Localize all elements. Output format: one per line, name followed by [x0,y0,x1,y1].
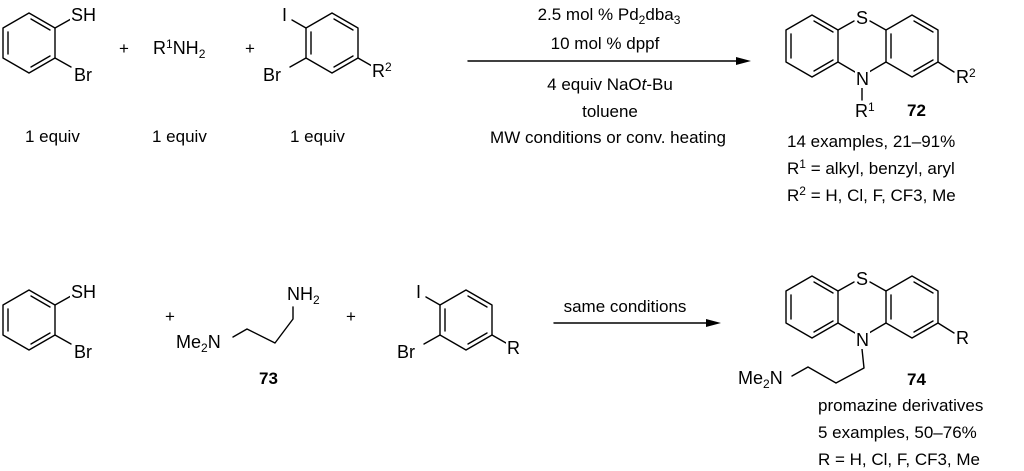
scheme1-reagent2-equiv: 1 equiv [152,127,207,146]
scheme1-reagent2-amine: R1NH2 [152,37,207,60]
scheme1-base-label: 4 equiv NaOt-Bu [547,76,673,93]
r2-def-label: R [787,186,800,205]
scheme1-reagent3-br-label: Br [262,65,282,85]
r1-def-superscript: 1 [799,157,806,171]
r2-label: R [956,67,969,87]
r2-def-superscript: 2 [799,184,806,198]
scheme1-reagent3-equiv: 1 equiv [290,127,345,146]
scheme1-examples-yield: 14 examples, 21–91% [787,132,956,151]
n-label: N [769,368,783,388]
scheme2-product-s-atom: S [855,269,870,289]
scheme2-conditions-label: same conditions [563,297,687,316]
scheme2-product-r-label: R [955,328,970,348]
nh-subscript: 2 [198,47,206,61]
scheme1-solvent-label: toluene [582,102,638,121]
scheme2-plus-2: + [346,307,356,326]
scheme1-catalyst-label: 2.5 mol % Pd2dba3 [537,5,681,26]
scheme2-reagent3-br-label: Br [396,342,416,362]
r-superscript: 2 [385,60,392,74]
scheme2-product-class: promazine derivatives [818,396,984,415]
catalyst-text: 2.5 mol % Pd [537,5,639,24]
scheme1-compound-number: 72 [907,101,926,120]
r-label: R [372,61,385,81]
scheme2-reagent3-i-label: I [415,282,423,302]
catalyst-text-mid: dba [645,5,674,24]
scheme2-reagent3-ring [423,289,507,351]
scheme1-product-n-atom: N [855,69,870,89]
r1-def-label: R [787,159,800,178]
scheme2-reaction-arrow [553,319,721,327]
scheme1-product-r2-label: R2 [955,66,977,87]
scheme2-plus-1: + [165,307,175,326]
base-text-post: -Bu [646,75,673,94]
scheme1-r2-definition: R2 = H, Cl, F, CF3, Me [787,184,956,205]
scheme1-product-phenothiazine [785,14,955,101]
scheme1-reagent1-br-label: Br [73,65,93,85]
scheme1-reagent3-r2-label: R2 [371,60,393,81]
scheme2-examples-yield: 5 examples, 50–76% [818,423,977,442]
scheme1-product-s-atom: S [855,8,870,28]
scheme1-heating-label: MW conditions or conv. heating [490,128,726,147]
base-text: 4 equiv NaO [547,75,642,94]
me-label: Me [738,368,764,388]
scheme1-reagent3-i-label: I [281,5,289,25]
r1-label: R [855,101,868,121]
scheme2-reagent1-sh-label: SH [70,282,98,302]
nh-subscript: 2 [313,293,320,307]
scheme2-product-phenothiazine [785,275,955,384]
scheme1-reagent1-sh-label: SH [70,5,98,25]
scheme2-product-n-atom: N [855,330,870,350]
nh-label: NH [172,38,199,58]
r1-superscript: 1 [868,100,875,114]
scheme2-product-nme2-label: Me2N [737,368,784,390]
scheme2-compound-number: 74 [907,370,926,389]
me-label: Me [176,332,202,352]
scheme2-reagent73-number: 73 [259,369,278,388]
me-subscript: 2 [763,377,770,391]
catalyst-subscript-2: 3 [673,13,681,27]
scheme1-reagent1-ring [2,12,72,74]
scheme1-reagent3-ring [289,12,373,74]
scheme1-plus-1: + [119,39,129,58]
scheme1-product-r1-label: R1 [854,100,876,121]
scheme2-reagent73-nme2-label: Me2N [175,332,222,354]
scheme1-r1-definition: R1 = alkyl, benzyl, aryl [787,157,955,178]
nh-label: NH [287,284,313,304]
scheme2-reagent1-ring [2,289,72,351]
n-label: N [207,332,221,352]
scheme2-r-definition: R = H, Cl, F, CF3, Me [818,450,980,469]
r2-superscript: 2 [969,66,976,80]
base-italic-t: t [641,75,647,94]
r1-def-text: = alkyl, benzyl, aryl [805,159,955,178]
scheme2-reagent1-br-label: Br [73,342,93,362]
scheme1-ligand-label: 10 mol % dppf [550,34,660,53]
scheme1-reagent1-equiv: 1 equiv [25,127,80,146]
me-subscript: 2 [201,341,208,355]
scheme1-reaction-arrow [467,57,751,65]
scheme1-plus-2: + [245,39,255,58]
scheme2-reagent73-chain [232,306,294,344]
r2-def-text: = H, Cl, F, CF3, Me [805,186,956,205]
r-label: R [153,38,166,58]
catalyst-subscript-1: 2 [638,13,646,27]
r-superscript: 1 [166,37,173,51]
scheme2-reagent73-nh2-label: NH2 [286,284,321,306]
scheme2-reagent3-r-label: R [506,338,521,358]
